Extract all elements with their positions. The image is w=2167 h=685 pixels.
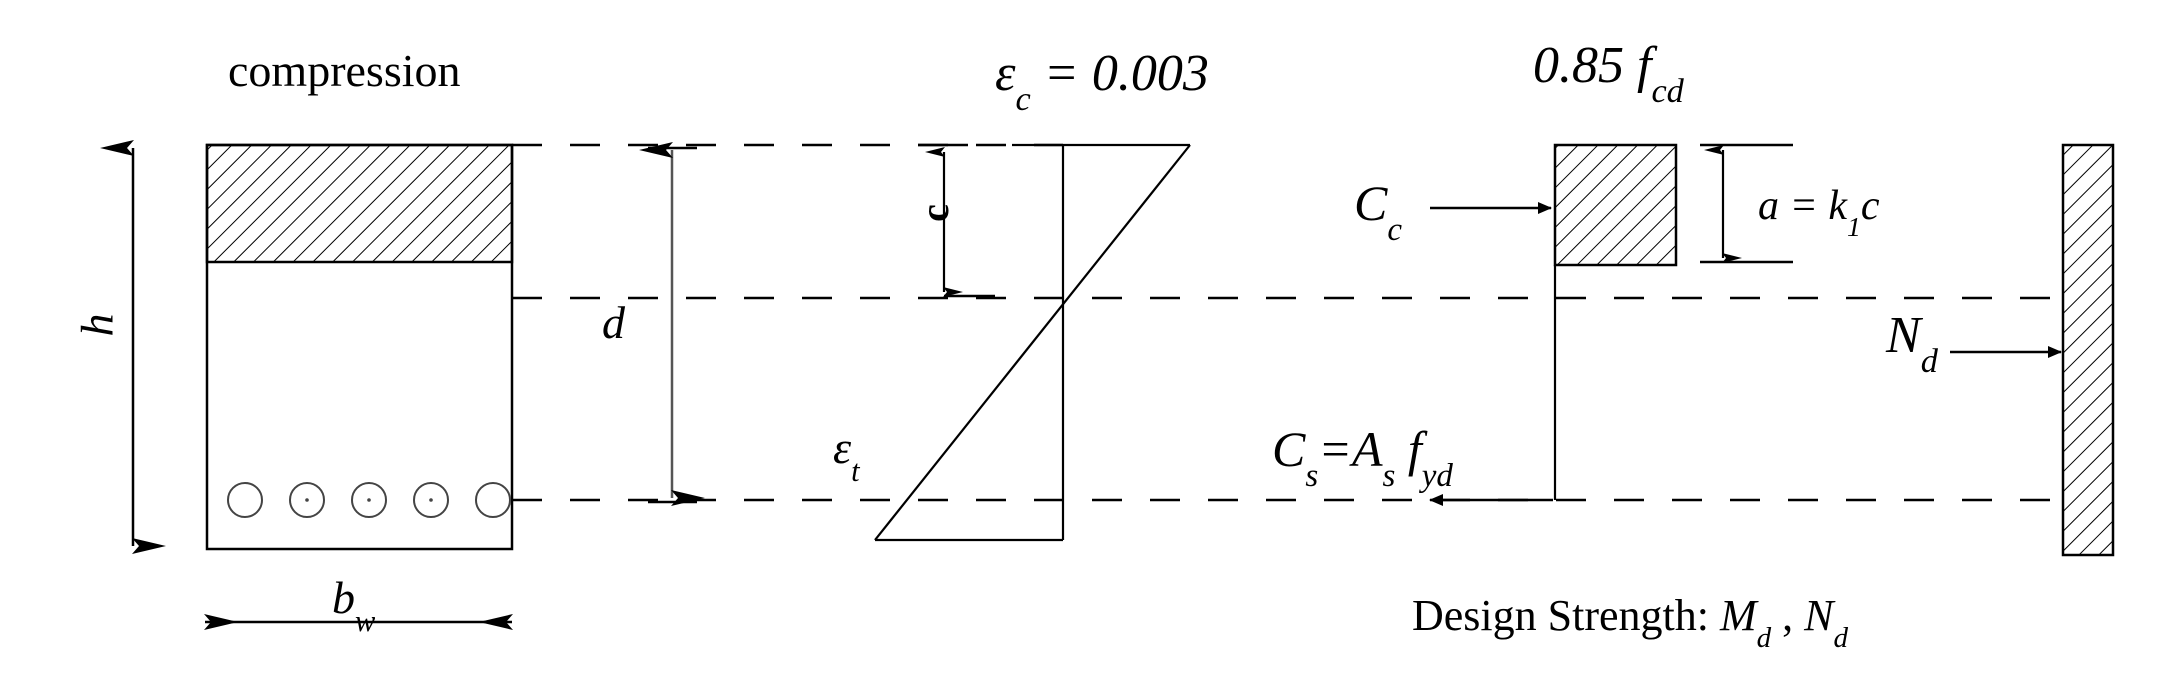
rebar-center-dot [429, 498, 433, 502]
bw-base: b [332, 572, 355, 623]
As-subscript: s [1382, 457, 1396, 494]
section-outline [205, 143, 514, 551]
epsilon-t-label: εt [833, 422, 860, 487]
force-arrows-group [1429, 202, 2062, 506]
stress-block-group [1553, 143, 1678, 500]
h-dimension-label: h [71, 313, 123, 337]
Nd-subscript: d [1920, 342, 1938, 381]
cross-section-group [205, 143, 514, 551]
c-dimension-label: c [911, 204, 957, 222]
rebar-circle [413, 482, 449, 518]
design-prefix: Design Strength: [1412, 591, 1720, 640]
design-strength-caption: Design Strength: Md , Nd [1412, 591, 1848, 653]
Cc-base: C [1354, 175, 1388, 231]
design-N: N [1804, 591, 1834, 640]
compression-label: compression [228, 45, 461, 96]
Cs-f-symbol: f [1395, 421, 1422, 477]
bw-subscript: w [355, 604, 376, 639]
fyd-subscript: yd [1421, 457, 1453, 494]
bw-dimension-label: bw [332, 572, 375, 637]
epsilon-c-subscript: c [1015, 80, 1031, 119]
epsilon-t-symbol: ε [833, 422, 852, 473]
compression-zone-hatched [205, 143, 514, 264]
rebar-circle [475, 482, 511, 518]
right-hatched-bar [2061, 143, 2115, 557]
stress-f-symbol: f [1637, 37, 1652, 94]
stress-intensity-label: 0.85 fcd [1533, 37, 1684, 109]
design-M-subscript: d [1756, 622, 1772, 655]
d-dimension-label: d [602, 297, 625, 348]
reference-lines-group [512, 143, 2063, 502]
rebar-circle [351, 482, 387, 518]
c-dimension-group [918, 143, 995, 298]
a-equation-base: a = k [1758, 183, 1847, 229]
stress-coefficient: 0.85 [1533, 37, 1637, 94]
design-comma: , [1771, 591, 1805, 640]
design-N-subscript: d [1833, 622, 1849, 655]
a-dimension-label: a = k1c [1758, 183, 1880, 240]
Cs-equals-As: =A [1318, 421, 1383, 477]
right-hatched-bar-group [2061, 143, 2115, 557]
stress-block-hatched [1553, 143, 1678, 267]
epsilon-c-label: εc = 0.003 [995, 45, 1209, 117]
rebar-circle [289, 482, 325, 518]
epsilon-c-symbol: ε [995, 45, 1016, 102]
Nd-force-label: Nd [1886, 307, 1938, 379]
strain-diagram-group [874, 143, 1191, 542]
strain-profile-line [874, 144, 1191, 541]
a-dimension-group [1700, 143, 1793, 264]
rebar-group [227, 482, 511, 518]
design-M: M [1719, 591, 1757, 640]
a-equation-tail: c [1860, 183, 1880, 229]
Cs-force-label: Cs=As fyd [1272, 421, 1453, 492]
Cs-base: C [1272, 421, 1306, 477]
epsilon-c-value: = 0.003 [1030, 45, 1209, 102]
rebar-center-dot [367, 498, 371, 502]
Cc-force-label: Cc [1354, 175, 1402, 246]
epsilon-t-subscript: t [851, 454, 860, 489]
Nd-base: N [1886, 307, 1921, 364]
d-dimension-group [639, 142, 705, 506]
Cs-subscript: s [1305, 457, 1319, 494]
rebar-center-dot [305, 498, 309, 502]
a-equation-subscript: 1 [1846, 210, 1861, 242]
Cc-subscript: c [1387, 211, 1403, 248]
rebar-circle [227, 482, 263, 518]
stress-f-subscript: cd [1651, 72, 1684, 111]
